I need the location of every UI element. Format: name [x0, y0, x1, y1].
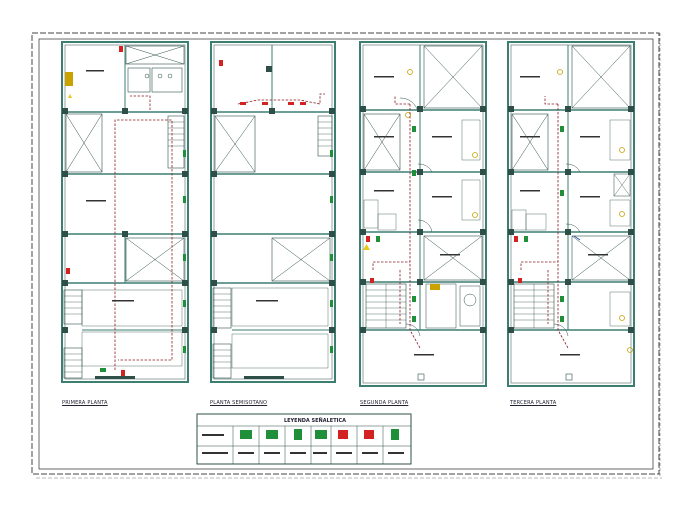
- plan-tercera-planta: [507, 41, 635, 387]
- plan-semisotano: [210, 41, 336, 383]
- plan-primera-planta: [61, 41, 189, 383]
- plan-title-primera: PRIMERA PLANTA: [62, 400, 108, 406]
- legend-title: LEYENDA SEÑALETICA: [283, 418, 347, 424]
- sheet-outer-border: [31, 32, 660, 475]
- plan-title-semisotano: PLANTA SEMISOTANO: [210, 400, 268, 406]
- plan-title-tercera: TERCERA PLANTA: [510, 400, 557, 406]
- plan-title-segunda: SEGUNDA PLANTA: [360, 400, 409, 406]
- sheet-inner-border: [38, 38, 654, 470]
- plan-segunda-planta: [359, 41, 487, 387]
- legend-table: [196, 413, 412, 465]
